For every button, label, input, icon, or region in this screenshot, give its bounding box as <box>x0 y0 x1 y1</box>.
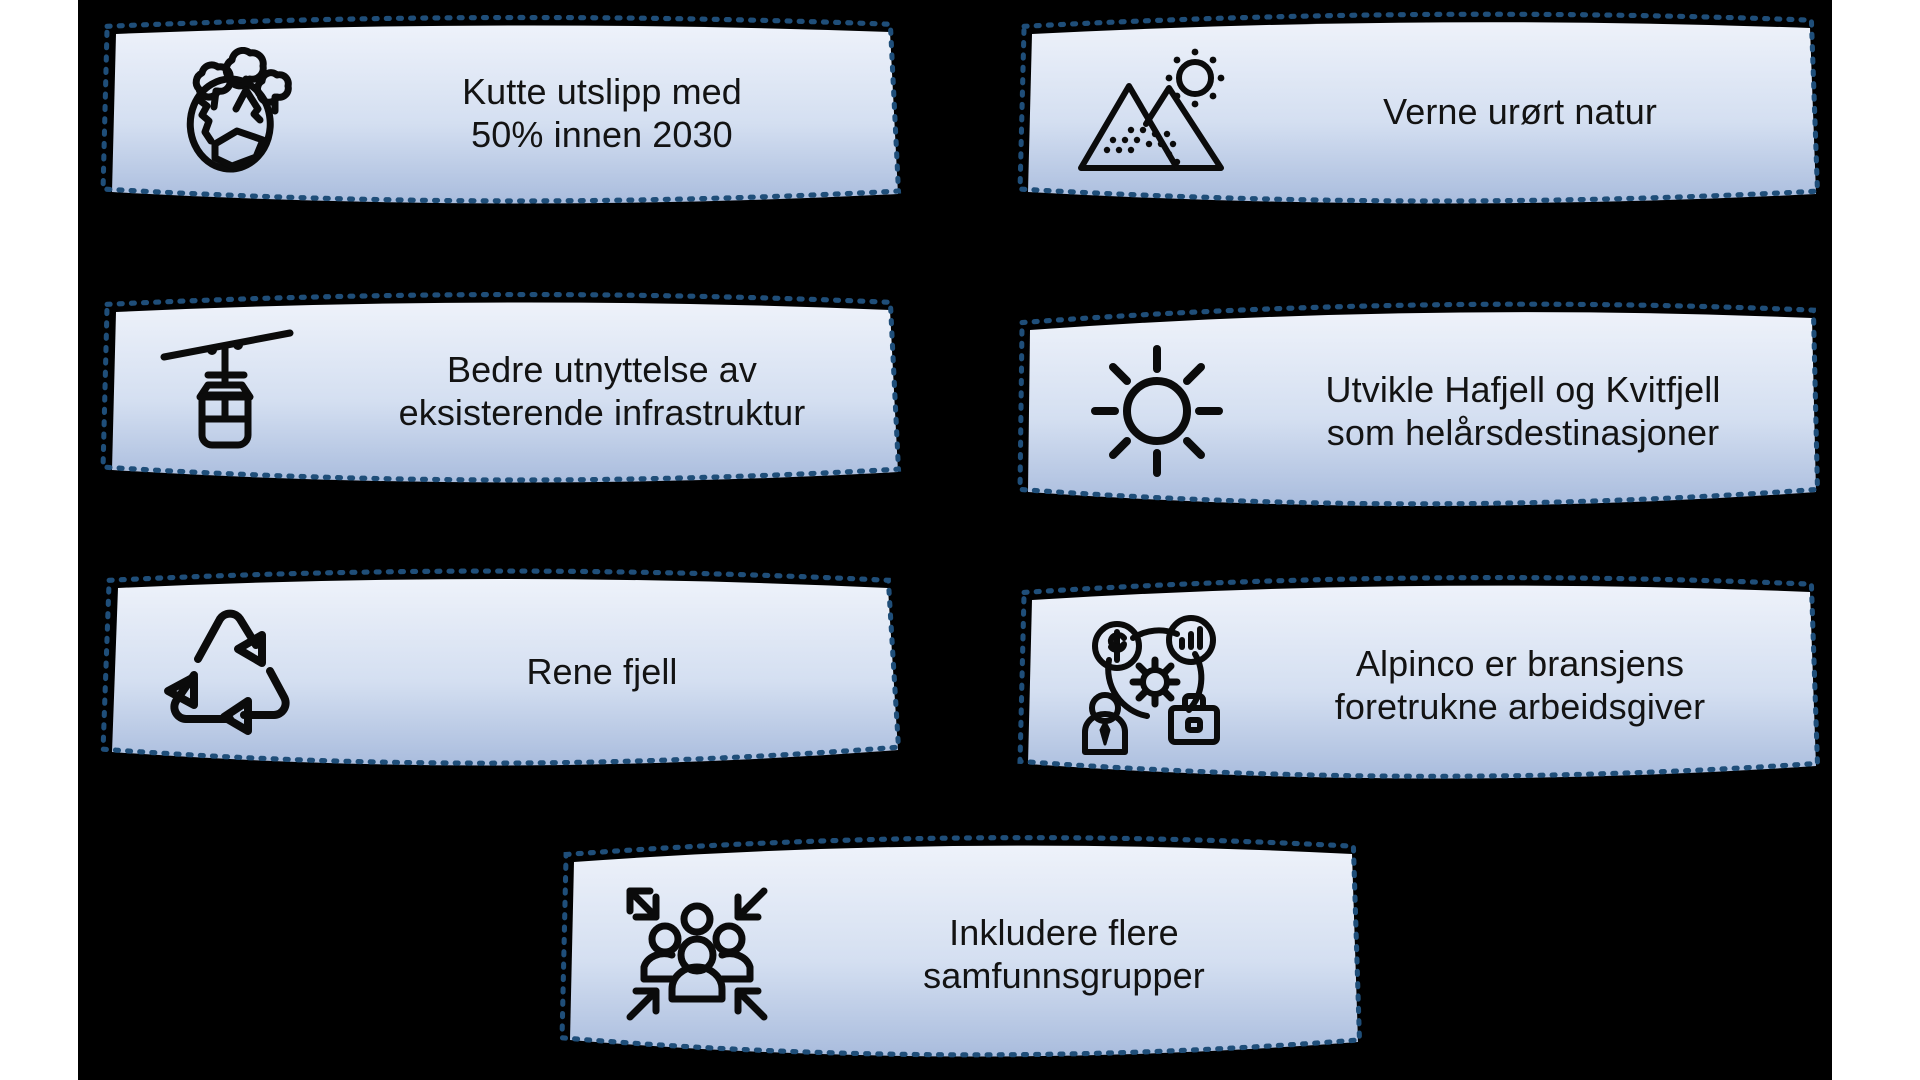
card-plate <box>100 14 902 204</box>
card-verne-uroert-natur[interactable]: Verne urørt natur <box>1017 11 1821 204</box>
card-plate <box>1017 11 1821 204</box>
card-label: Bedre utnyttelse av eksisterende infrast… <box>398 348 806 433</box>
card-label: Rene fjell <box>526 651 678 693</box>
globe-with-trees-icon <box>142 43 324 183</box>
card-bedre-utnyttelse[interactable]: Bedre utnyttelse av eksisterende infrast… <box>100 291 902 483</box>
mountains-with-sun-icon <box>1060 37 1242 187</box>
gondola-lift-icon <box>142 321 324 461</box>
card-plate <box>100 568 902 766</box>
card-utvikle-hafjell-kvitfjell[interactable]: Utvikle Hafjell og Kvitfjell som helårsd… <box>1017 301 1821 510</box>
card-plate <box>1017 575 1821 784</box>
recycle-icon <box>142 597 324 747</box>
card-plate <box>559 835 1363 1062</box>
card-rene-fjell[interactable]: Rene fjell <box>100 568 902 766</box>
card-label: Utvikle Hafjell og Kvitfjell som helårsd… <box>1325 368 1721 453</box>
card-kutte-utslipp[interactable]: Kutte utslipp med 50% innen 2030 <box>100 14 902 204</box>
slide-canvas: Kutte utslipp med 50% innen 2030 <box>78 0 1832 1080</box>
business-network-icon <box>1060 610 1242 760</box>
card-label: Verne urørt natur <box>1383 91 1657 133</box>
inclusion-people-icon <box>606 879 788 1029</box>
card-inkludere-samfunnsgrupper[interactable]: Inkludere flere samfunnsgrupper <box>559 835 1363 1062</box>
card-label: Kutte utslipp med 50% innen 2030 <box>462 70 742 155</box>
sun-icon <box>1066 336 1248 486</box>
card-label: Inkludere flere samfunnsgrupper <box>923 911 1205 996</box>
card-plate <box>1017 301 1821 510</box>
card-label: Alpinco er bransjens foretrukne arbeidsg… <box>1334 642 1706 727</box>
card-alpinco-arbeidsgiver[interactable]: Alpinco er bransjens foretrukne arbeidsg… <box>1017 575 1821 784</box>
card-plate <box>100 291 902 483</box>
